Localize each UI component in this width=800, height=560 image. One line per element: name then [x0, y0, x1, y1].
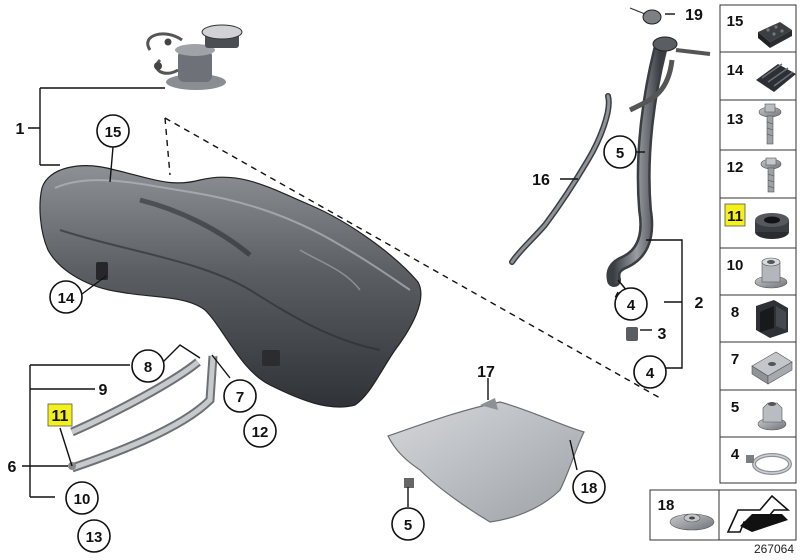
callout-4-lower: 4: [633, 355, 667, 389]
callout-3: 3: [658, 326, 667, 343]
svg-text:5: 5: [616, 145, 624, 162]
callout-2: 2: [695, 295, 704, 312]
callout-17: 17: [477, 364, 495, 381]
callout-15: 15: [96, 114, 130, 148]
spacer-sleeve-icon: [754, 257, 788, 289]
sidebar-item-8: 8: [731, 300, 788, 338]
filler-neck-illustration: [606, 7, 711, 341]
arrow-tag-icon: [726, 494, 791, 533]
diagram-id: 267064: [754, 542, 794, 556]
callout-8: 8: [131, 349, 165, 383]
vent-pipe-illustration: [509, 93, 612, 265]
svg-text:11: 11: [727, 208, 743, 225]
sidebar-item-10: 10: [727, 257, 788, 289]
svg-text:13: 13: [727, 111, 744, 128]
sidebar-item-11: 11: [724, 203, 789, 239]
svg-text:15: 15: [727, 13, 744, 30]
collar-nut-icon: [757, 402, 787, 431]
callout-5-shield: 5: [391, 507, 425, 541]
svg-text:4: 4: [731, 446, 740, 463]
svg-text:4: 4: [627, 297, 636, 314]
heat-shield-illustration: [387, 398, 585, 523]
svg-text:3: 3: [658, 326, 667, 343]
svg-text:5: 5: [404, 517, 412, 534]
callout-5-neck: 5: [603, 135, 637, 169]
callout-6: 6: [8, 459, 17, 476]
leader-lines: [22, 13, 683, 507]
svg-text:19: 19: [685, 7, 703, 24]
svg-text:11: 11: [52, 408, 69, 425]
svg-text:18: 18: [658, 497, 675, 514]
svg-text:13: 13: [86, 529, 103, 546]
callout-11-highlighted: 11: [47, 403, 73, 427]
callout-7: 7: [223, 379, 257, 413]
callout-18: 18: [572, 470, 606, 504]
parts-sidebar: 15 14 13: [719, 4, 797, 484]
svg-text:1: 1: [16, 121, 25, 138]
svg-text:17: 17: [477, 364, 495, 381]
svg-text:18: 18: [581, 480, 598, 497]
clip-nut-icon: [751, 351, 793, 385]
sidebar-item-14: 14: [727, 62, 796, 92]
hex-bolt-icon: [760, 157, 782, 193]
grommet-icon: [755, 213, 789, 239]
flange-bolt-icon: [758, 103, 782, 145]
fuel-tank-illustration: [39, 165, 422, 408]
svg-text:8: 8: [731, 304, 739, 321]
svg-text:7: 7: [731, 351, 739, 368]
svg-text:10: 10: [74, 491, 91, 508]
svg-text:16: 16: [532, 172, 550, 189]
sidebar-item-12: 12: [727, 157, 782, 193]
sidebar-item-13: 13: [727, 103, 782, 145]
sidebar-item-4: 4: [731, 446, 792, 475]
svg-text:7: 7: [236, 389, 244, 406]
tank-straps-illustration: [68, 355, 218, 473]
ribbed-pad-icon: [756, 63, 796, 92]
svg-text:10: 10: [727, 257, 744, 274]
svg-text:12: 12: [727, 159, 744, 176]
callout-19: 19: [685, 7, 703, 24]
sidebar-item-5: 5: [731, 399, 787, 431]
sidebar-dividers: [720, 51, 796, 438]
rubber-mount-icon: [756, 300, 788, 338]
callout-13: 13: [77, 519, 111, 553]
svg-text:6: 6: [8, 459, 17, 476]
rubber-block-icon: [758, 22, 792, 48]
svg-text:12: 12: [252, 424, 269, 441]
washer-nut-icon: [669, 513, 715, 531]
callout-1: 1: [16, 121, 25, 138]
svg-text:8: 8: [144, 359, 152, 376]
callout-14: 14: [49, 280, 83, 314]
callout-9: 9: [99, 382, 108, 399]
fuel-pump-module-illustration: [146, 24, 243, 90]
svg-text:2: 2: [695, 295, 704, 312]
callout-10: 10: [65, 481, 99, 515]
sidebar-item-7: 7: [731, 351, 793, 385]
svg-text:5: 5: [731, 399, 739, 416]
svg-text:14: 14: [58, 290, 75, 307]
callout-16: 16: [532, 172, 550, 189]
callout-12: 12: [243, 414, 277, 448]
svg-text:14: 14: [727, 62, 744, 79]
svg-text:4: 4: [646, 365, 655, 382]
svg-text:9: 9: [99, 382, 108, 399]
hose-clamp-icon: [746, 453, 792, 475]
svg-text:15: 15: [105, 124, 122, 141]
callout-4-upper: 4: [614, 287, 648, 321]
bottom-item-arrow: [726, 494, 791, 533]
sidebar-item-15: 15: [727, 13, 792, 48]
bottom-parts-box: 18: [649, 489, 797, 541]
bottom-item-18: 18: [658, 497, 715, 531]
